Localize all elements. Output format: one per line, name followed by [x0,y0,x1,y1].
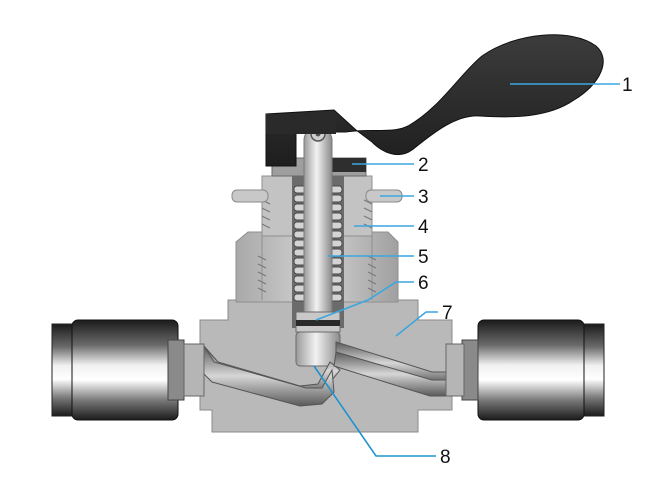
leader-line-7 [395,311,438,337]
right-fitting [445,319,605,421]
callouts: 1 2 3 4 5 6 7 8 [418,75,633,468]
callout-1: 1 [622,75,633,96]
leader-line-6 [315,281,414,321]
left-fitting [51,319,205,421]
callout-3: 3 [418,187,429,208]
callout-5: 5 [418,247,429,268]
callout-7: 7 [442,303,453,324]
callout-6: 6 [418,273,429,294]
callout-2: 2 [418,155,429,176]
leader-line-8 [313,365,436,457]
flow-passage [167,341,469,407]
handle [265,34,604,167]
callout-4: 4 [418,217,429,238]
leader-lines [313,83,620,457]
stem-tip [295,311,341,367]
stem [303,126,333,329]
callout-8: 8 [440,447,451,468]
